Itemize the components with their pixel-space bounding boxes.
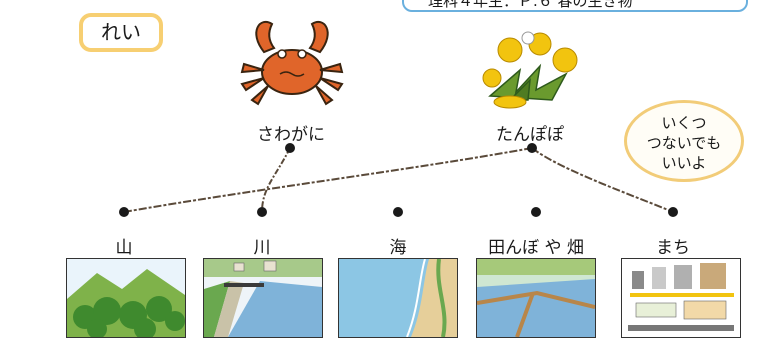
sea-picture	[338, 258, 458, 338]
crab-illustration	[238, 12, 346, 112]
hint-line-3: いいよ	[661, 154, 707, 172]
creature-dot-sawagani[interactable]	[285, 143, 295, 153]
fields-picture	[476, 258, 596, 338]
hint-line-1: いくつ	[661, 114, 707, 132]
line-dandelion-to-mountain	[123, 147, 533, 213]
place-dot-fields[interactable]	[531, 207, 541, 217]
mountain-picture	[66, 258, 186, 338]
line-dandelion-to-town	[531, 147, 674, 213]
place-dot-town[interactable]	[668, 207, 678, 217]
line-crab-to-mountain	[261, 147, 291, 213]
place-label-sea: 海	[389, 238, 407, 258]
river-picture	[203, 258, 323, 338]
town-picture	[621, 258, 741, 338]
dandelion-illustration	[470, 30, 590, 110]
hint-line-2: つないでも	[646, 134, 722, 152]
place-label-river: 川	[253, 238, 271, 258]
creature-label-sawagani: さわがに	[257, 125, 325, 145]
place-label-fields: 田んぼ や 畑	[488, 238, 584, 258]
place-label-town: まち	[656, 238, 690, 258]
example-label: れい	[79, 13, 163, 52]
lesson-header: 理科４年生：Ｐ.６ 春の生き物	[402, 0, 748, 12]
hint-bubble: いくつ つないでも いいよ	[624, 100, 744, 182]
place-dot-sea[interactable]	[393, 207, 403, 217]
place-dot-river[interactable]	[257, 207, 267, 217]
creature-dot-tanpopo[interactable]	[527, 143, 537, 153]
creature-label-tanpopo: たんぽぽ	[496, 125, 564, 145]
place-dot-mountain[interactable]	[119, 207, 129, 217]
place-label-mountain: 山	[115, 238, 133, 258]
